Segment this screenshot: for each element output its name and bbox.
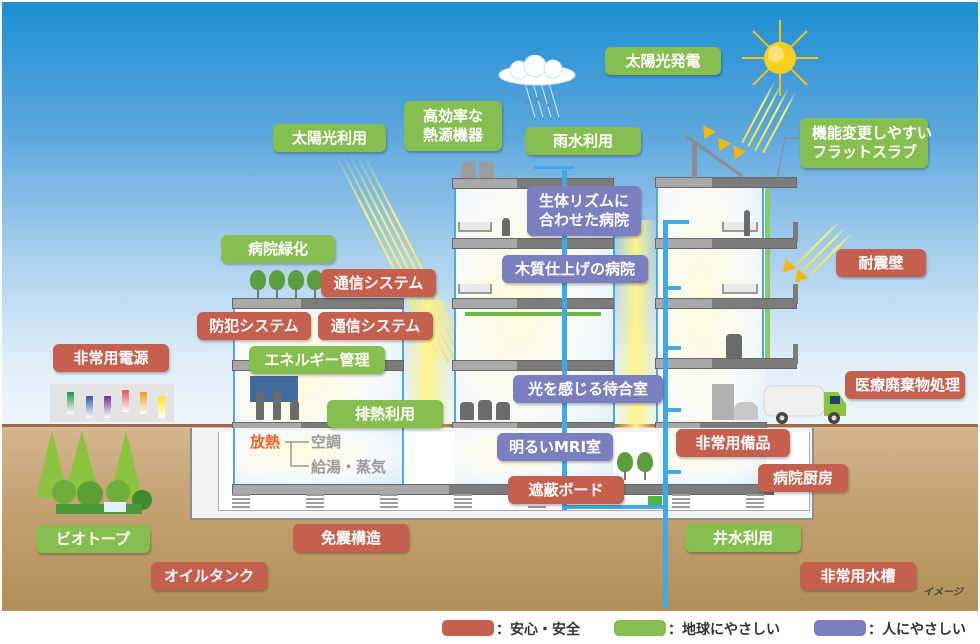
person-icon [744, 210, 750, 236]
label-biotope: ビオトープ [36, 525, 150, 553]
label-shielding-board: 遮蔽ボード [508, 476, 624, 504]
label-rainwater: 雨水利用 [525, 127, 641, 155]
label-comm-system: 通信システム [318, 312, 433, 340]
well-branch [663, 220, 689, 224]
label-hospital-kitchen: 病院厨房 [758, 464, 848, 492]
person-icon [290, 400, 299, 420]
legend-swatch-eco [614, 620, 666, 636]
truck-icon [763, 385, 846, 424]
seismic-isolator [746, 494, 764, 508]
flat-slab-leader [776, 137, 803, 179]
person-icon [502, 218, 510, 236]
bed-icon [458, 284, 492, 294]
label-greening: 病院緑化 [221, 235, 335, 263]
label-base-isolation: 免震構造 [293, 524, 409, 552]
balcony-post [793, 284, 798, 304]
well-branch [663, 470, 681, 474]
legend-label-safety: ：安心・安全 [496, 622, 580, 638]
bed-icon [722, 222, 758, 232]
label-emergency-water-tank: 非常用水槽 [800, 562, 916, 590]
air-conditioning-text: 空調 [311, 433, 342, 451]
heat-release-text: 放熱 [250, 433, 281, 451]
solar-panel-icon [685, 134, 743, 178]
rainwater-return [562, 505, 664, 509]
legend-swatch-human [814, 620, 866, 636]
image-note: イメージ [923, 587, 963, 598]
person-icon [273, 390, 281, 420]
person-icon [256, 392, 264, 420]
label-bright-mri: 明るいMRI室 [497, 433, 613, 461]
label-wooden-finish: 木質仕上げの病院 [502, 255, 648, 283]
well-branch [663, 346, 681, 350]
label-emergency-power: 非常用電源 [53, 344, 169, 372]
seismic-isolator [380, 494, 398, 508]
ceiling-light-bar [465, 312, 601, 316]
seismic-wall-green [765, 186, 770, 362]
legend-swatch-safety [442, 620, 494, 636]
roof-heat-source-unit [479, 162, 494, 178]
label-oil-tank: オイルタンク [151, 562, 267, 590]
emergency-power-unit [50, 384, 174, 422]
seismic-isolator [672, 494, 690, 508]
heat-flow-bracket [285, 441, 309, 467]
label-light-waiting-room: 光を感じる待合室 [513, 375, 663, 403]
label-circadian-hospital: 生体リズムに 合わせた病院 [527, 186, 641, 236]
balcony-post [793, 344, 798, 364]
person-icon [460, 402, 474, 420]
label-energy-management: エネルギー管理 [249, 346, 385, 374]
sun-icon [742, 20, 818, 96]
person-icon [726, 334, 742, 358]
tree-icon [637, 452, 653, 472]
rainwater-collector [534, 166, 574, 169]
label-exhaust-heat: 排熱利用 [327, 400, 443, 428]
cloud-rain-icon [498, 55, 576, 118]
tree-icon [307, 270, 323, 290]
person-icon [496, 402, 510, 420]
label-solar-use: 太陽光利用 [273, 124, 386, 152]
seismic-isolator [232, 494, 250, 508]
tree-icon [288, 270, 304, 290]
seismic-isolator [454, 494, 472, 508]
biotope-forest-icon [36, 430, 152, 514]
seismic-isolator [306, 494, 324, 508]
well-water-pipe [663, 220, 668, 608]
tree-icon [269, 270, 285, 290]
person-icon [478, 400, 492, 420]
well-branch [663, 286, 681, 290]
storage-boxes [712, 384, 734, 420]
tree-icon [250, 270, 266, 290]
hot-water-steam-text: 給湯・蒸気 [311, 458, 387, 476]
label-well-water: 井水利用 [685, 524, 801, 552]
well-branch [663, 408, 681, 412]
legend-label-eco: ：地球にやさしい [668, 622, 780, 638]
label-solar-power: 太陽光発電 [605, 47, 721, 75]
roof-heat-source-unit [461, 162, 476, 178]
balcony-post [793, 222, 798, 242]
label-medical-waste: 医療廃棄物処理 [845, 371, 965, 399]
rainwater-pipe [562, 170, 567, 510]
label-high-efficiency-heat: 高効率な 熱源機器 [404, 101, 502, 151]
storage-bags [734, 402, 758, 420]
label-security-system: 防犯システム [197, 312, 311, 340]
label-seismic-wall: 耐震壁 [836, 249, 926, 277]
bed-icon [458, 222, 492, 232]
label-emergency-supplies: 非常用備品 [676, 429, 790, 457]
label-comm-system-top: 通信システム [321, 269, 436, 297]
label-flat-slab: 機能変更しやすい フラットスラブ [800, 118, 932, 168]
bed-icon [722, 284, 758, 294]
tree-icon [617, 452, 633, 472]
legend-label-human: ：人にやさしい [868, 622, 966, 638]
